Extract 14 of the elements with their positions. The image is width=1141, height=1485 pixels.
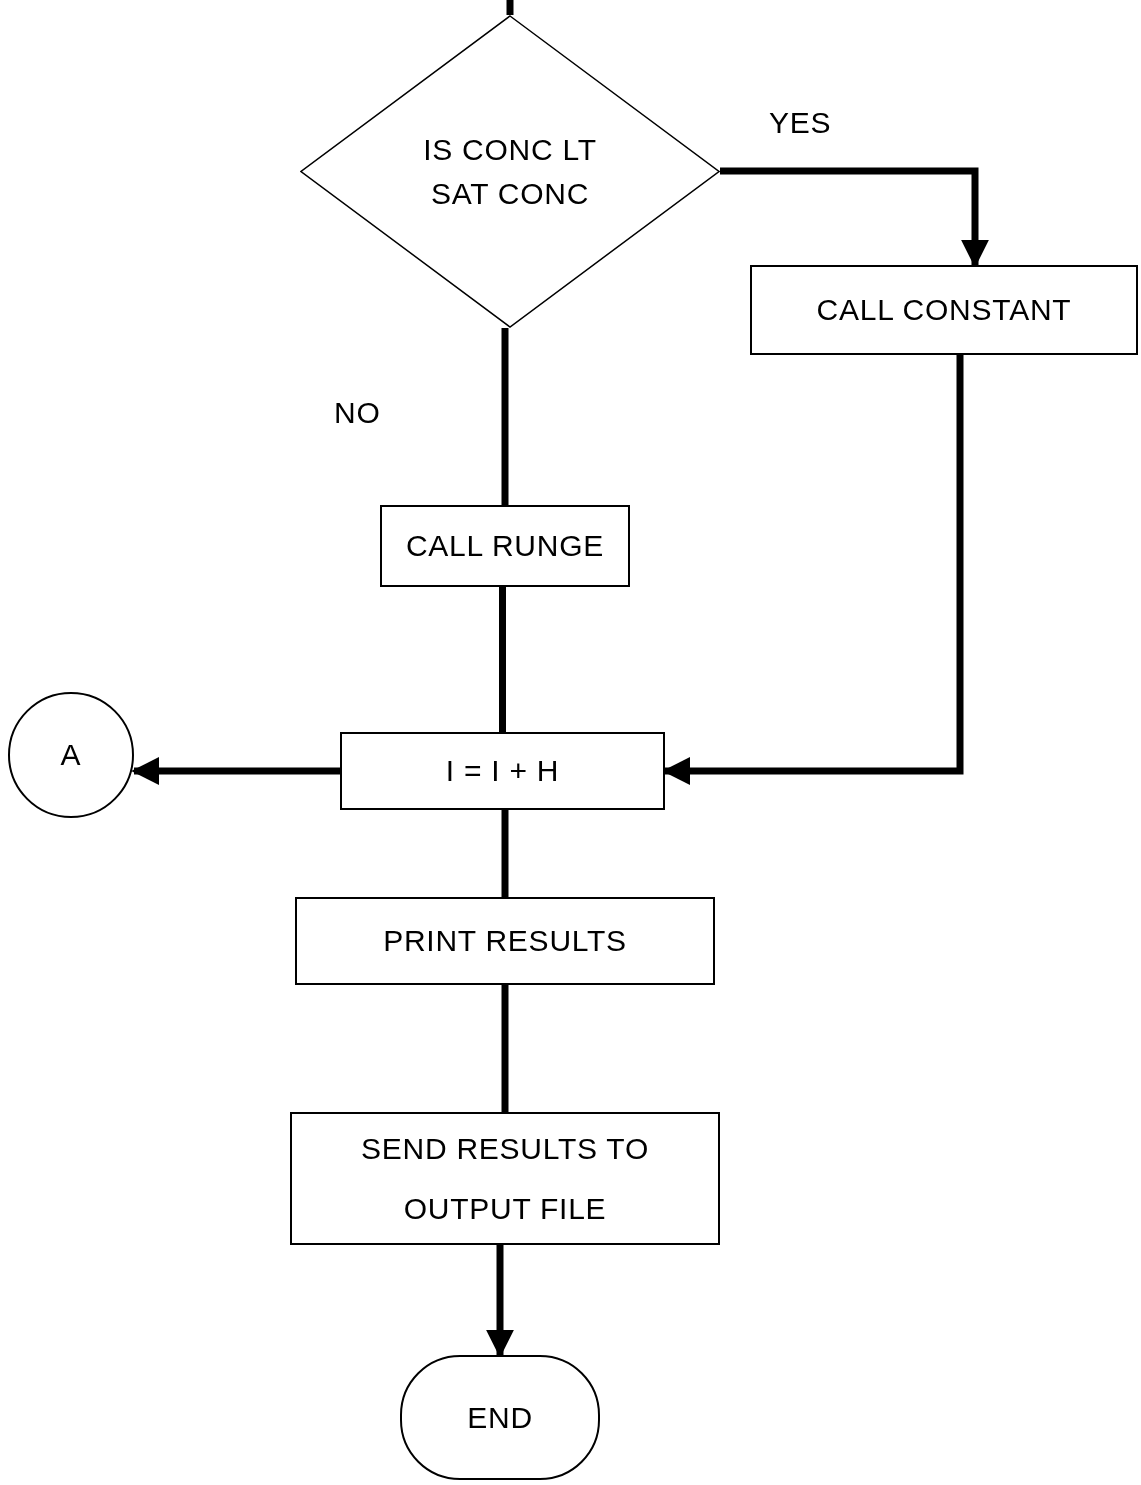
arrow <box>486 1245 514 1358</box>
process-box: CALL RUNGE <box>380 505 630 587</box>
arrow <box>720 167 989 268</box>
terminator-shape: END <box>400 1355 600 1480</box>
connector-line <box>501 810 509 897</box>
process-box: PRINT RESULTS <box>295 897 715 985</box>
decision-diamond: IS CONC LT SAT CONC <box>300 15 720 328</box>
process-box: CALL CONSTANT <box>750 265 1138 355</box>
connector-line <box>499 587 506 732</box>
process-box: SEND RESULTS TO OUTPUT FILE <box>290 1112 720 1245</box>
connector-line <box>501 985 509 1112</box>
connector-line <box>501 328 509 505</box>
connector-line <box>506 0 514 15</box>
process-box: I = I + H <box>340 732 665 810</box>
